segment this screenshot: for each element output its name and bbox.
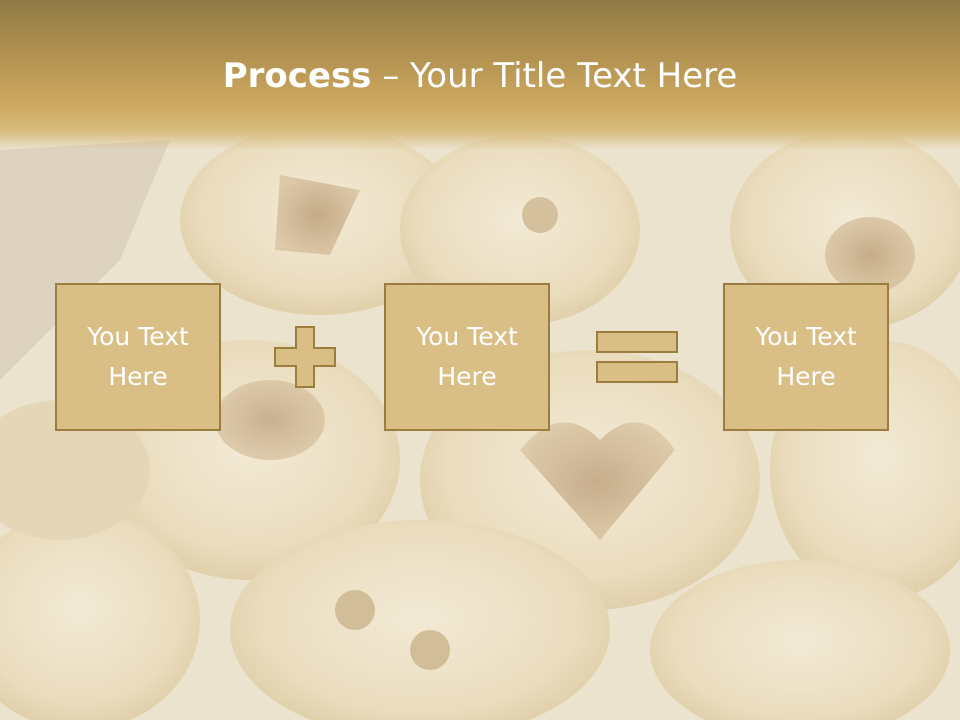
process-box-3-text: You Text Here [755, 322, 857, 391]
equals-icon [596, 331, 678, 383]
process-box-2[interactable]: You Text Here [384, 283, 550, 431]
title-rest-text: – Your Title Text Here [371, 56, 738, 96]
process-box-2-text: You Text Here [416, 322, 518, 391]
title-bold-text: Process [222, 56, 372, 96]
plus-icon [274, 326, 336, 388]
title-band [0, 0, 960, 150]
slide-title[interactable]: Process – Your Title Text Here [0, 54, 960, 98]
process-box-3[interactable]: You Text Here [723, 283, 889, 431]
process-box-1[interactable]: You Text Here [55, 283, 221, 431]
process-box-1-text: You Text Here [87, 322, 189, 391]
